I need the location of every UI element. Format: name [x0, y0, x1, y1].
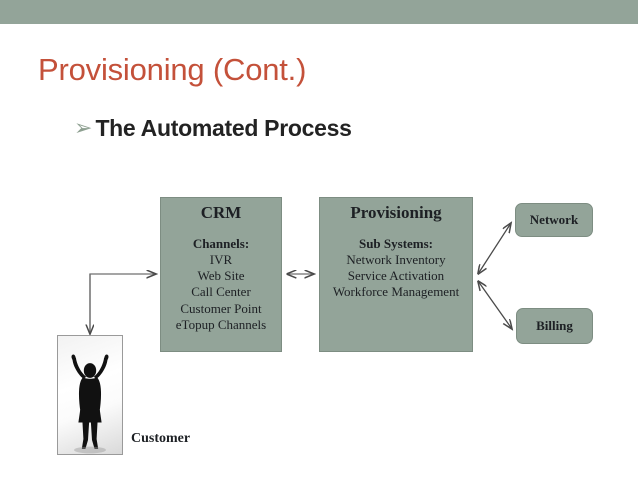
bullet-item: ➢ The Automated Process: [74, 115, 352, 142]
diagram-box-network[interactable]: Network: [515, 203, 593, 237]
box-label-billing: Billing: [536, 318, 573, 333]
diagram-box-provisioning[interactable]: Provisioning Sub Systems: Network Invent…: [319, 197, 473, 352]
bullet-item-label: The Automated Process: [95, 115, 352, 141]
bullet-arrow-icon: ➢: [74, 114, 93, 140]
customer-label: Customer: [131, 431, 191, 446]
box-label-network: Network: [529, 212, 579, 227]
customer-silhouette-image: [57, 335, 123, 455]
connector-provisioning-to-network: [478, 223, 511, 274]
provisioning-subsystem-item: Network Inventory: [346, 251, 446, 267]
page-title: Provisioning (Cont.): [38, 52, 307, 87]
person-arms-raised-icon: [71, 354, 109, 454]
box-title-provisioning: Provisioning: [350, 203, 442, 222]
crm-channel-item: Web Site: [197, 268, 245, 284]
crm-channel-item: Call Center: [191, 284, 251, 300]
crm-channel-item: IVR: [209, 251, 233, 267]
provisioning-subsystem-item: Workforce Management: [332, 284, 460, 300]
connector-provisioning-to-billing: [478, 281, 512, 329]
crm-channel-item: eTopup Channels: [175, 316, 267, 332]
connector-customer-to-crm: [90, 274, 156, 334]
diagram-box-billing[interactable]: Billing: [516, 308, 593, 344]
slide-top-banner: [0, 0, 638, 24]
diagram-box-crm[interactable]: CRM Channels: IVR Web Site Call Center C…: [160, 197, 282, 352]
box-subhead-crm: Channels:: [192, 235, 250, 251]
box-subhead-provisioning: Sub Systems:: [358, 235, 434, 251]
crm-channel-item: Customer Point: [180, 300, 262, 316]
box-title-crm: CRM: [200, 203, 242, 222]
provisioning-subsystem-item: Service Activation: [347, 268, 445, 284]
